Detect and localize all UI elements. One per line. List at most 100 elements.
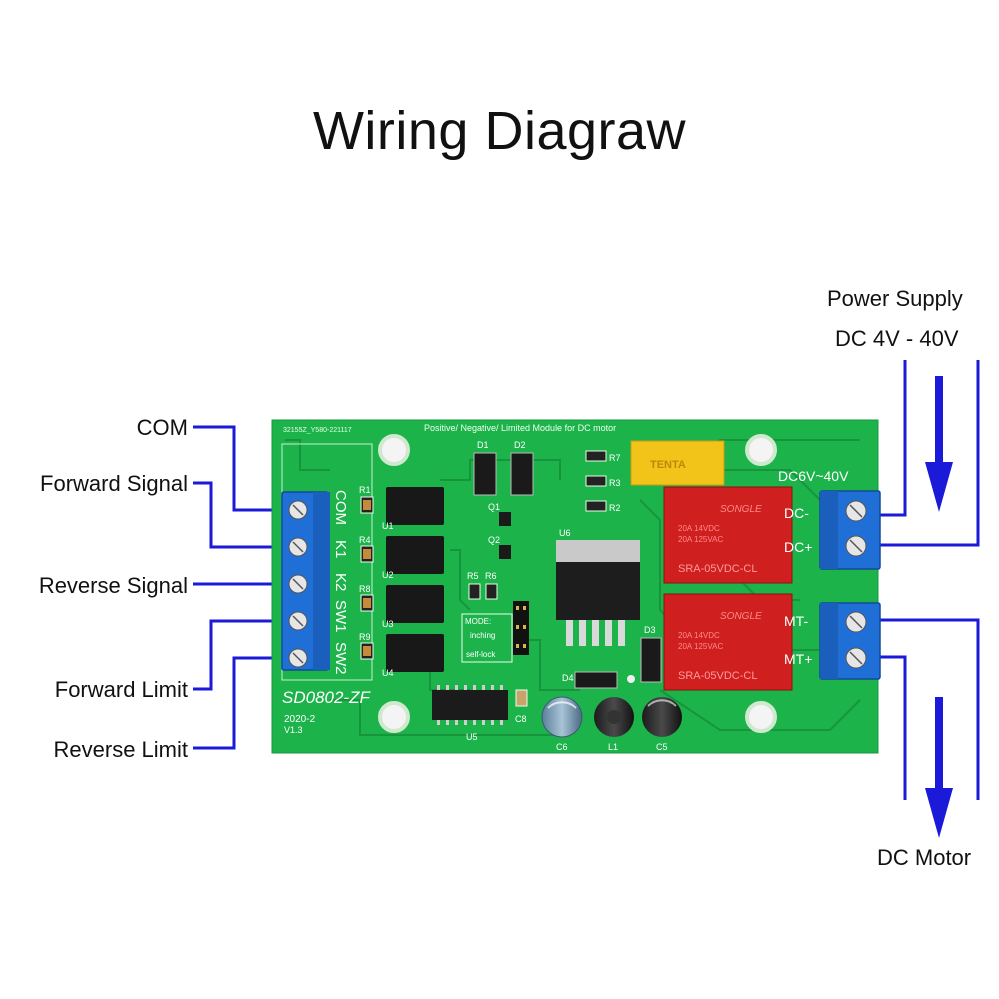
relay-2-rating-2: 20A 125VAC	[678, 642, 723, 651]
mounting-hole	[745, 434, 777, 466]
label-r7: R7	[609, 453, 621, 463]
diode-d4	[574, 671, 618, 689]
wire-com	[193, 425, 284, 512]
label-r1: R1	[359, 485, 371, 495]
diagram-title: Wiring Diagraw	[312, 101, 687, 161]
label-q1: Q1	[488, 502, 500, 512]
mounting-hole	[378, 434, 410, 466]
relay-2: SONGLE 20A 14VDC 20A 125VAC SRA-05VDC-CL	[663, 593, 793, 691]
label-u3: U3	[382, 619, 394, 629]
board-date: 2020-2	[284, 714, 316, 725]
label-r8: R8	[359, 584, 371, 594]
label-r6: R6	[485, 571, 497, 581]
power-arrow-shaft	[935, 376, 943, 466]
output-wires	[868, 360, 980, 800]
label-reverse-limit: Reverse Limit	[53, 737, 188, 762]
label-u2: U2	[382, 570, 394, 580]
optocoupler-u2	[386, 536, 444, 574]
board-version: V1.3	[284, 725, 303, 735]
label-u4: U4	[382, 668, 394, 678]
optocoupler-u4	[386, 634, 444, 672]
arrows	[925, 376, 953, 838]
pin-label-mt-plus: MT+	[784, 651, 812, 667]
mode-label: MODE:	[465, 617, 491, 626]
label-forward-signal: Forward Signal	[40, 471, 188, 496]
mode-option-inching: inching	[470, 631, 495, 640]
pcb-traces	[285, 439, 861, 736]
resistor-r3	[585, 475, 607, 487]
transistor-q2	[499, 545, 511, 559]
label-u5: U5	[466, 732, 478, 742]
relay-2-rating-1: 20A 14VDC	[678, 631, 720, 640]
wire-forward-signal	[193, 481, 284, 549]
diode-d1	[473, 452, 497, 496]
fuse: TENTA	[630, 440, 725, 486]
wire-reverse-limit	[193, 656, 284, 750]
label-d3: D3	[644, 625, 656, 635]
ic-u5	[432, 685, 508, 725]
relay-1-rating-1: 20A 14VDC	[678, 524, 720, 533]
label-r3: R3	[609, 478, 621, 488]
jumper-header	[513, 601, 529, 655]
diode-d3	[640, 637, 662, 683]
motor-arrow-head	[925, 788, 953, 838]
transistor-q1	[499, 512, 511, 526]
mounting-hole	[378, 701, 410, 733]
capacitor-c5	[642, 697, 682, 737]
pcb-board: 32155Z_Y580-221117 Positive/ Negative/ L…	[271, 419, 881, 754]
label-c8: C8	[515, 714, 527, 724]
mode-option-self-lock: self-lock	[466, 650, 496, 659]
relay-1-rating-2: 20A 125VAC	[678, 535, 723, 544]
top-resistors: R7 R3 R2	[585, 450, 621, 513]
label-forward-limit: Forward Limit	[54, 677, 188, 702]
input-pin-labels: COM K1 K2 SW1 SW2	[332, 490, 349, 675]
label-d2: D2	[514, 440, 526, 450]
pin-label-mt-minus: MT-	[784, 613, 808, 629]
pin-label-k2: K2	[332, 573, 349, 591]
pin-label-sw1: SW1	[332, 600, 349, 633]
resistor-r2	[585, 500, 607, 512]
resistor-r5	[468, 583, 481, 600]
wire-forward-limit	[193, 619, 284, 691]
board-voltage-marking: DC6V~40V	[778, 468, 849, 484]
label-u1: U1	[382, 521, 394, 531]
board-serial: 32155Z_Y580-221117	[283, 427, 352, 434]
wire-motor-negative	[868, 618, 980, 800]
resistor-r6	[485, 583, 498, 600]
input-wires	[193, 425, 284, 750]
label-com: COM	[136, 415, 188, 440]
mounting-hole	[745, 701, 777, 733]
label-u6: U6	[559, 528, 571, 538]
regulator-u6	[556, 540, 640, 646]
capacitor-c8	[515, 689, 528, 707]
pin-label-com: COM	[332, 490, 349, 525]
label-c5: C5	[656, 742, 668, 752]
resistor-r7	[585, 450, 607, 462]
label-l1: L1	[608, 742, 618, 752]
relay-1-model: SRA-05VDC-CL	[678, 563, 757, 575]
motor-terminal-block	[819, 602, 881, 680]
label-r9: R9	[359, 632, 371, 642]
input-terminal-block	[281, 491, 330, 671]
label-reverse-signal: Reverse Signal	[38, 573, 188, 598]
mode-selector: MODE: inching self-lock	[461, 601, 529, 663]
pin-label-sw2: SW2	[332, 642, 349, 675]
diode-d2	[510, 452, 534, 496]
pin-label-k1: K1	[332, 540, 349, 558]
pin-label-dc-plus: DC+	[784, 539, 812, 555]
mounting-holes	[378, 434, 777, 733]
optocoupler-u1	[386, 487, 444, 525]
label-q2: Q2	[488, 535, 500, 545]
label-dc-motor: DC Motor	[877, 845, 972, 870]
pin-label-dc-minus: DC-	[784, 505, 809, 521]
relay-2-model: SRA-05VDC-CL	[678, 670, 757, 682]
relay-2-brand: SONGLE	[720, 611, 762, 622]
fuse-brand: TENTA	[650, 459, 686, 471]
label-power-supply: Power Supply	[827, 286, 963, 311]
optocoupler-u3	[386, 585, 444, 623]
label-r5: R5	[467, 571, 479, 581]
label-r4: R4	[359, 535, 371, 545]
relay-1: SONGLE 20A 14VDC 20A 125VAC SRA-05VDC-CL	[663, 486, 793, 584]
